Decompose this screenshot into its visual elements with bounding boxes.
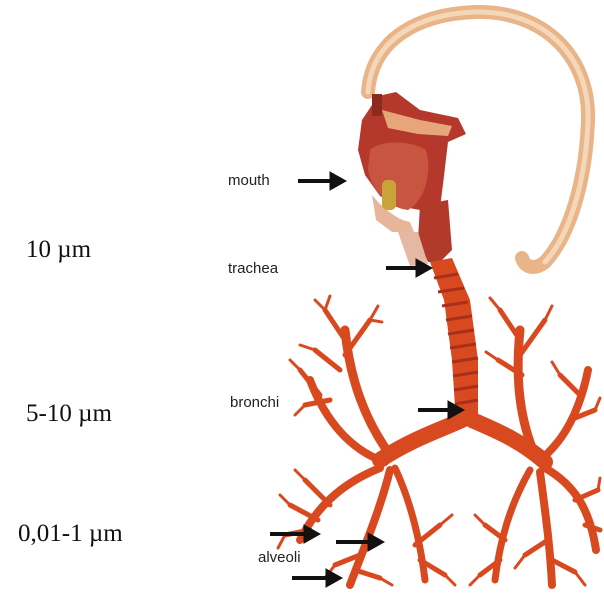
- label-mouth: mouth: [228, 172, 270, 189]
- trachea-tube: [430, 258, 478, 422]
- label-trachea: trachea: [228, 260, 278, 277]
- label-alveoli: alveoli: [258, 549, 301, 566]
- bronchial-tree: [278, 296, 600, 585]
- arrow-right-icon: [270, 525, 320, 543]
- label-bronchi: bronchi: [230, 394, 279, 411]
- arrow-right-icon: [298, 172, 346, 190]
- head-cross-section: [358, 92, 466, 266]
- arrow-right-icon: [292, 569, 342, 587]
